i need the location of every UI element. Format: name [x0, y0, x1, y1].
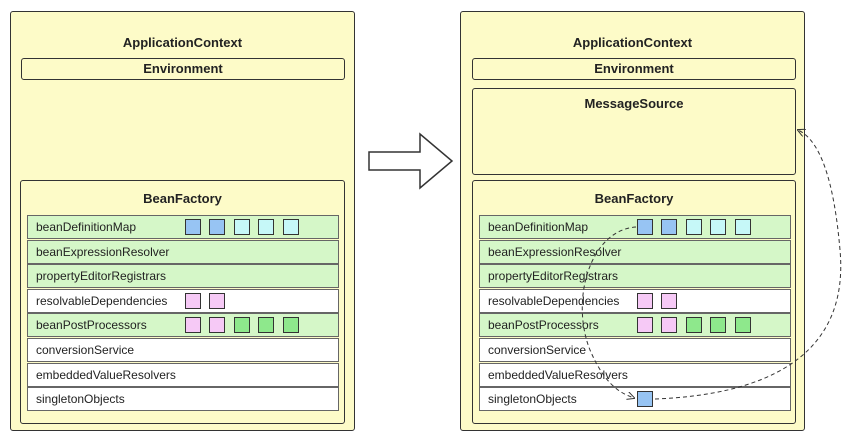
bean-square — [258, 317, 275, 334]
right-message-source-box: MessageSource — [472, 88, 796, 175]
row-label: conversionService — [36, 343, 135, 357]
bean-square — [661, 292, 678, 309]
row-label: beanExpressionResolver — [488, 244, 622, 259]
row-label: beanPostProcessors — [488, 318, 599, 333]
bean-factory-row: beanPostProcessors — [479, 313, 791, 338]
bean-square — [637, 219, 653, 235]
bean-square — [209, 317, 226, 334]
bean-square — [185, 317, 201, 334]
bean-factory-row: propertyEditorRegistrars — [27, 264, 339, 289]
row-label: beanExpressionResolver — [36, 244, 170, 259]
right-application-context: ApplicationContext Environment MessageSo… — [460, 11, 805, 431]
bean-factory-row: beanExpressionResolver — [27, 239, 339, 264]
bean-factory-row: singletonObjects — [479, 387, 791, 412]
bean-factory-row: embeddedValueResolvers — [479, 362, 791, 387]
right-bean-factory: BeanFactory beanDefinitionMap beanExpress… — [472, 180, 796, 424]
bean-factory-row: singletonObjects — [27, 387, 339, 412]
row-label: resolvableDependencies — [488, 293, 620, 308]
bean-square — [734, 317, 751, 334]
bean-factory-row: resolvableDependencies — [479, 288, 791, 313]
bean-square — [233, 219, 250, 235]
bean-square — [710, 317, 727, 334]
bean-square — [685, 317, 702, 334]
left-app-context-title: ApplicationContext — [122, 35, 243, 50]
row-label: embeddedValueResolvers — [488, 367, 628, 382]
bean-factory-row: conversionService — [27, 338, 339, 362]
bean-square — [209, 292, 226, 309]
row-label: embeddedValueResolvers — [36, 367, 176, 382]
bean-square — [661, 317, 678, 334]
row-label: beanDefinitionMap — [36, 220, 137, 234]
right-app-context-title: ApplicationContext — [572, 35, 693, 50]
right-environment-label: Environment — [594, 61, 674, 76]
bean-square — [282, 219, 299, 235]
bean-square — [258, 219, 275, 235]
bean-square — [185, 219, 201, 235]
bean-factory-row: propertyEditorRegistrars — [479, 264, 791, 289]
row-label: singletonObjects — [36, 392, 125, 407]
right-bean-factory-title: BeanFactory — [594, 191, 674, 206]
bean-square — [661, 219, 678, 235]
row-label: beanPostProcessors — [36, 318, 147, 333]
bean-square — [685, 219, 702, 235]
right-environment-box: Environment — [472, 58, 796, 80]
row-label: propertyEditorRegistrars — [36, 269, 167, 284]
left-bean-factory-title: BeanFactory — [143, 191, 222, 206]
bean-square — [209, 219, 226, 235]
left-environment-label: Environment — [143, 61, 223, 76]
row-label: propertyEditorRegistrars — [488, 269, 619, 284]
row-label: beanDefinitionMap — [488, 220, 589, 234]
bean-factory-row: beanDefinitionMap — [479, 215, 791, 239]
bean-square — [282, 317, 299, 334]
bean-factory-row: resolvableDependencies — [27, 288, 339, 313]
row-label: singletonObjects — [488, 392, 577, 407]
left-application-context: ApplicationContext Environment BeanFacto… — [10, 11, 355, 431]
bean-square — [637, 391, 653, 408]
bean-square — [185, 292, 201, 309]
bean-factory-row: beanDefinitionMap — [27, 215, 339, 239]
left-bean-factory: BeanFactory beanDefinitionMap beanExpress… — [20, 180, 345, 424]
bean-square — [710, 219, 727, 235]
bean-square — [734, 219, 751, 235]
bean-factory-row: conversionService — [479, 338, 791, 362]
bean-factory-row: embeddedValueResolvers — [27, 362, 339, 387]
row-label: conversionService — [488, 343, 587, 357]
bean-square — [233, 317, 250, 334]
bean-square — [637, 292, 653, 309]
right-message-source-title: MessageSource — [584, 96, 684, 111]
bean-factory-row: beanPostProcessors — [27, 313, 339, 338]
left-environment-box: Environment — [21, 58, 345, 80]
row-label: resolvableDependencies — [36, 293, 168, 308]
bean-factory-row: beanExpressionResolver — [479, 239, 791, 264]
bean-square — [637, 317, 653, 334]
